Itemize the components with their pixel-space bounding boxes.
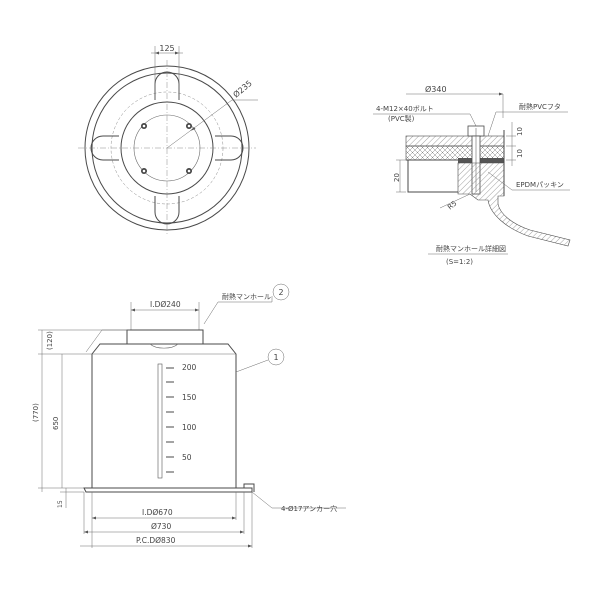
cover-plate — [405, 135, 505, 147]
cover-label: 耐熱PVCフタ — [519, 102, 561, 111]
callout-1 — [267, 348, 285, 366]
flange-section — [405, 145, 505, 161]
dia-730: Ø730 — [151, 522, 171, 531]
manhole-cover — [126, 329, 204, 345]
detail-scale: (S=1:2) — [446, 258, 473, 266]
gauge-ticks — [166, 367, 174, 473]
base-flange — [83, 487, 253, 493]
bolt-material: (PVC製) — [388, 114, 415, 123]
dim-dia-235: Ø235 — [231, 78, 254, 100]
detail-title: 耐熱マンホール詳細図 — [436, 244, 506, 253]
rib-bottom — [154, 196, 180, 225]
dim-770: (770) — [32, 403, 40, 422]
id-670: I.DØ670 — [142, 508, 173, 517]
dim-10-b: 10 — [516, 149, 524, 158]
gauge-100: 100 — [182, 423, 197, 432]
dim-20: 20 — [393, 173, 401, 182]
manhole-label: 耐熱マンホール — [222, 292, 271, 301]
bolt-label: 4-M12×40ボルト — [376, 105, 434, 113]
dim-340: Ø340 — [425, 84, 447, 94]
dim-120: (120) — [46, 331, 54, 350]
gauge-50: 50 — [182, 453, 192, 462]
detail-view: Ø340 4-M12×40ボルト (PVC製) 耐熱PVCフタ 10 10 — [373, 84, 571, 266]
dim-125: 125 — [159, 44, 174, 53]
dim-650: 650 — [52, 417, 60, 430]
bolt-holes — [141, 123, 192, 174]
packing-label: EPDMパッキン — [516, 181, 564, 189]
dim-r5: R5 — [446, 199, 458, 211]
callout-2 — [272, 283, 290, 301]
level-gauge — [157, 363, 163, 479]
pcd-830: P.C.DØ830 — [136, 536, 176, 545]
dim-15: 15 — [57, 500, 64, 508]
anchor-label: 4-Ø17アンカー穴 — [281, 504, 337, 513]
gauge-150: 150 — [182, 393, 197, 402]
id-240: I.DØ240 — [150, 300, 181, 309]
callout-1-number: 1 — [273, 353, 278, 362]
tank-wall-section — [457, 162, 571, 247]
callout-2-number: 2 — [278, 288, 283, 297]
dim-10-a: 10 — [516, 127, 524, 136]
elevation-view: I.DØ240 耐熱マンホール 2 200 150 100 50 — [32, 283, 346, 548]
tank-body — [91, 343, 237, 489]
gauge-200: 200 — [182, 363, 197, 372]
top-view: 125 Ø235 — [78, 44, 258, 236]
epdm-packing — [458, 158, 504, 163]
